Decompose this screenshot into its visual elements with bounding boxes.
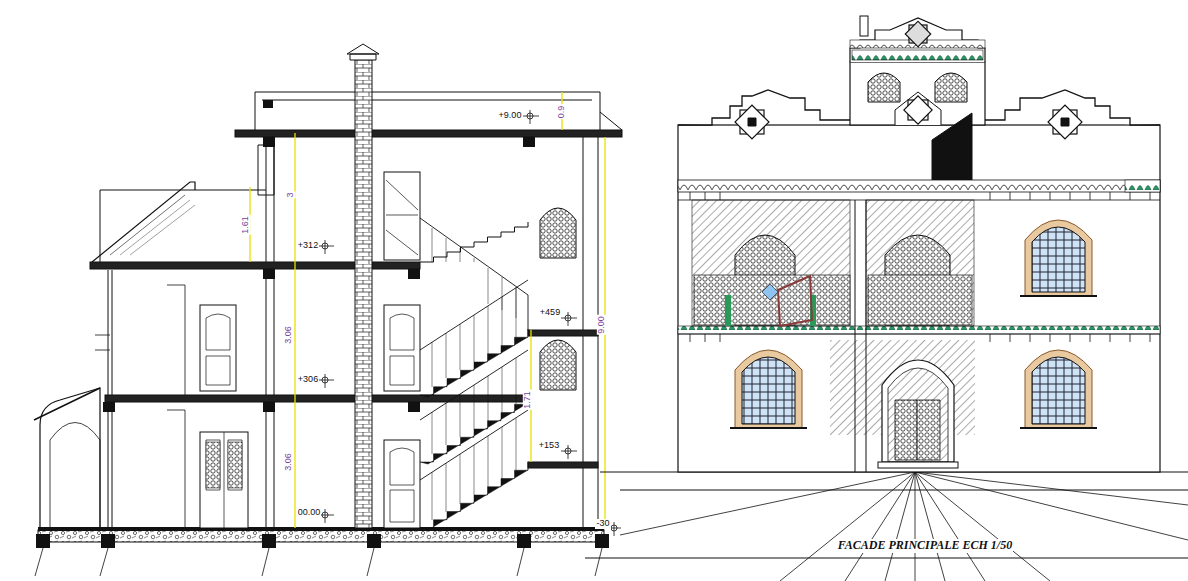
- dimension-value: 1.61: [241, 215, 251, 235]
- level-mark: +306: [297, 375, 319, 385]
- dimension-value: 0.9: [557, 105, 567, 120]
- dimension-value: 1.71: [523, 390, 533, 410]
- level-mark: 00.00: [297, 508, 322, 518]
- level-mark: +459: [539, 308, 561, 318]
- level-mark: +312: [297, 241, 319, 251]
- dimension-value: 3.06: [284, 325, 294, 345]
- level-mark: +9.00: [498, 111, 523, 121]
- dimension-value: 3: [286, 191, 296, 198]
- dimension-value: 3.06: [284, 452, 294, 472]
- level-mark: +153: [538, 441, 560, 451]
- dimension-value: 9.00: [597, 315, 607, 335]
- level-mark: -30: [595, 519, 610, 529]
- drawing-title: FACADE PRINCIPALE ECH 1/50: [837, 539, 1013, 552]
